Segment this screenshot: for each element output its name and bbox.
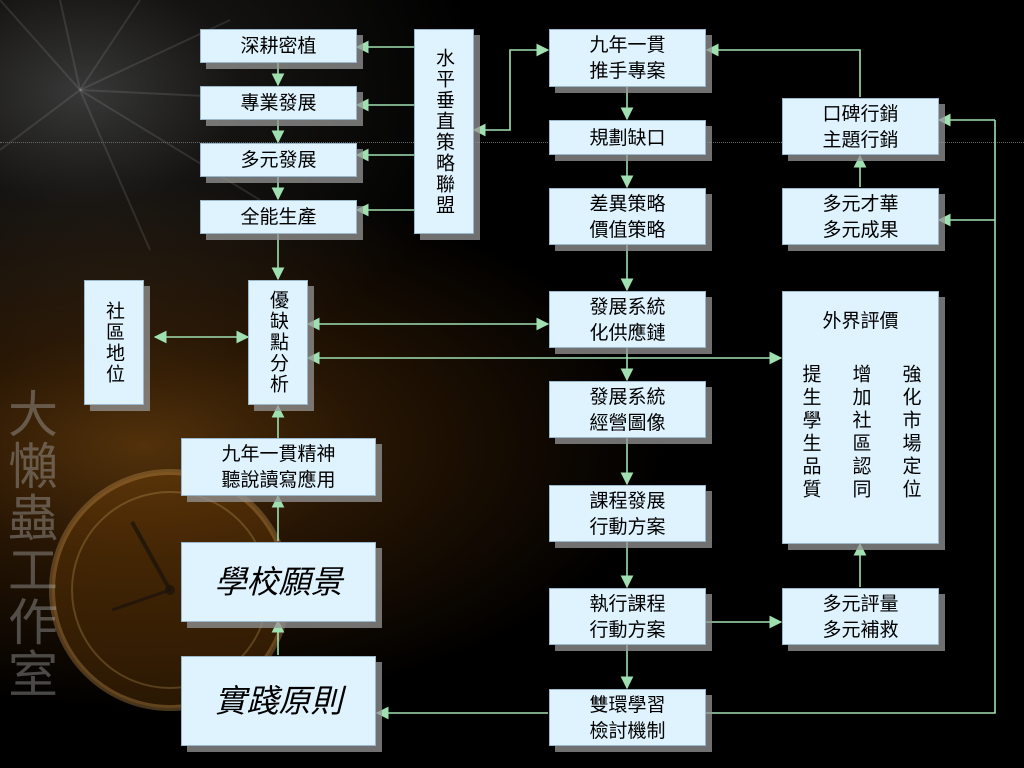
box-plan-gap: 規劃缺口: [549, 120, 706, 155]
box-full-production: 全能生產: [200, 200, 357, 234]
arrow-mouth-to-project: [705, 43, 861, 97]
box-word-of-mouth: 口碑行銷 主題行銷: [782, 98, 939, 155]
light-rays-decoration: [0, 0, 291, 251]
external-eval-col-1: 提生學生品質: [799, 364, 822, 502]
watermark-text: 大懶蟲工作室: [0, 388, 58, 700]
box-diverse-development: 多元發展: [200, 143, 357, 177]
box-professional-development: 專業發展: [200, 86, 357, 120]
external-eval-col-2: 增加社區認同: [849, 364, 872, 502]
box-diverse-talent: 多元才華 多元成果: [782, 188, 939, 245]
box-school-vision: 學校願景: [181, 542, 376, 622]
dotted-divider: [0, 142, 1024, 143]
line-review-feedback: [706, 120, 996, 714]
box-nine-year-project: 九年一貫 推手專案: [549, 29, 706, 87]
box-operating-image: 發展系統 經營圖像: [549, 381, 706, 438]
box-diverse-assessment: 多元評量 多元補救: [782, 588, 939, 645]
box-practice-principle: 實踐原則: [181, 656, 376, 746]
box-nine-year-spirit: 九年一貫精神 聽說讀寫應用: [181, 438, 376, 496]
external-eval-title: 外界評價: [822, 310, 899, 332]
box-diff-strategy: 差異策略 價值策略: [549, 188, 706, 245]
box-external-evaluation: 外界評價 提生學生品質 增加社區認同 強化市場定位: [782, 291, 939, 544]
box-community-position: 社區地位: [84, 280, 144, 405]
box-execute-plan: 執行課程 行動方案: [549, 588, 706, 645]
arrow-alliance-project: [472, 43, 550, 137]
box-deep-cultivation: 深耕密植: [200, 29, 357, 63]
box-curriculum-plan: 課程發展 行動方案: [549, 485, 706, 542]
box-strategic-alliance: 水平垂直策略聯盟: [414, 29, 474, 234]
box-swot-analysis: 優缺點分析: [248, 280, 308, 405]
box-supply-chain: 發展系統 化供應鏈: [549, 291, 706, 348]
box-review-mechanism: 雙環學習 檢討機制: [549, 689, 706, 746]
external-eval-col-3: 強化市場定位: [899, 364, 922, 502]
external-eval-columns: 提生學生品質 增加社區認同 強化市場定位: [798, 364, 924, 502]
